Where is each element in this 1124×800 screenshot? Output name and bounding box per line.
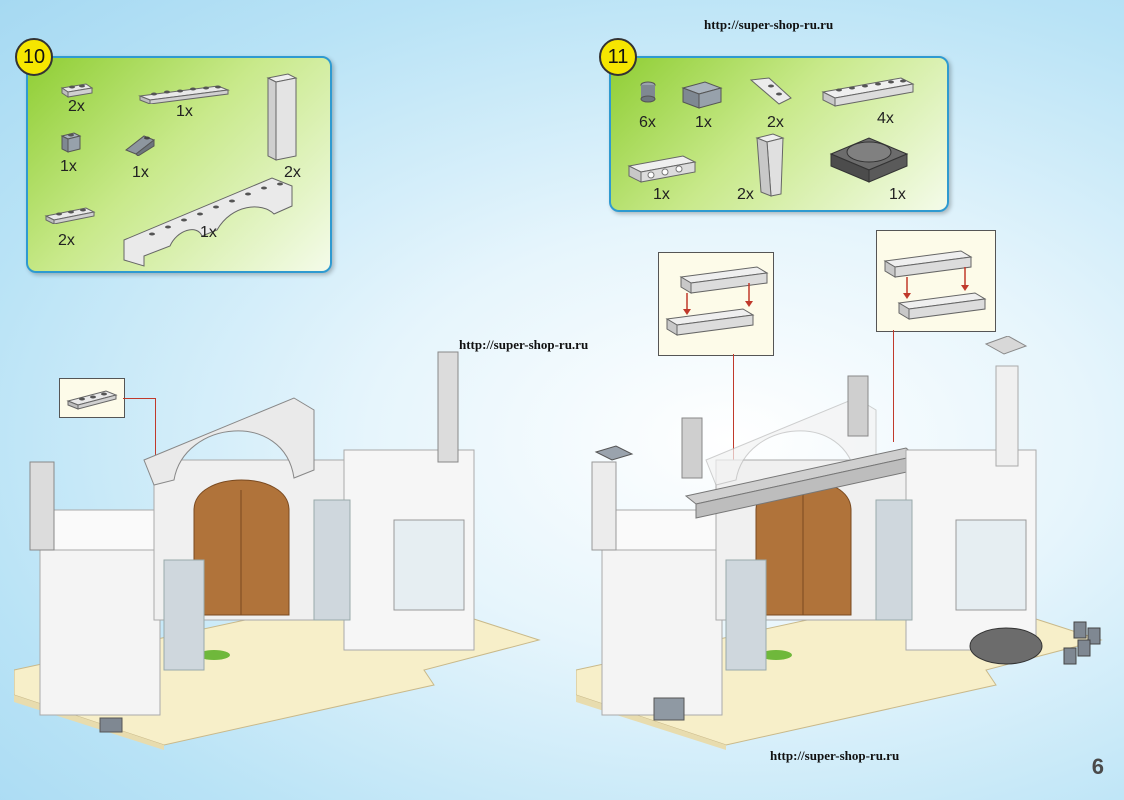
castle-model-step11 [576, 336, 1103, 750]
url-top: http://super-shop-ru.ru [704, 17, 834, 32]
part-corner-brick-icon [681, 81, 723, 109]
step11-badge: 11 [599, 38, 637, 76]
part-slope-icon [125, 135, 155, 156]
step10-callout-plate [59, 378, 125, 418]
part-plate-1x3-icon [44, 207, 96, 224]
part-support-column-icon [755, 133, 785, 197]
step11-part1-qty: 6x [639, 114, 656, 131]
part-arch-icon [123, 177, 293, 267]
castle-model-step10 [14, 351, 541, 750]
step10-part4-qty: 1x [60, 158, 77, 175]
bricks-stack-callout-icon [665, 266, 769, 336]
step10-part2-qty: 1x [176, 103, 193, 120]
step11-part6-qty: 2x [737, 186, 754, 203]
part-turntable-icon [829, 137, 909, 183]
page-number: 6 [1091, 754, 1104, 779]
step11-parts-panel: 6x 1x 2x 4x 1x 2x 1x [609, 56, 949, 212]
step10-badge: 10 [15, 38, 53, 76]
step11-callout-left [658, 252, 774, 356]
part-wedge-plate-icon [749, 77, 792, 105]
step10-part7-qty: 1x [200, 224, 217, 241]
step11-part7-qty: 1x [889, 186, 906, 203]
url-middle: http://super-shop-ru.ru [459, 337, 589, 352]
part-plate-1x2-icon [60, 83, 94, 98]
url-bottom: http://super-shop-ru.ru [770, 748, 900, 763]
step10-part3-qty: 2x [284, 164, 301, 181]
part-brick-1x1-icon [60, 132, 82, 153]
part-column-icon [266, 73, 298, 161]
step11-part3-qty: 2x [767, 114, 784, 131]
bricks-stack-callout-icon-2 [883, 250, 987, 320]
part-round-1x1-icon [640, 81, 656, 103]
step10-part1-qty: 2x [68, 98, 85, 115]
step10-part5-qty: 1x [132, 164, 149, 181]
step10-part6-qty: 2x [58, 232, 75, 249]
step11-part5-qty: 1x [653, 186, 670, 203]
part-technic-brick-icon [627, 155, 697, 183]
step11-part4-qty: 4x [877, 110, 894, 127]
step10-parts-panel: 2x 1x 2x 1x 1x 2x 1x [26, 56, 332, 273]
part-brick-1x6-icon [821, 77, 915, 107]
plate-1x3-callout-icon [66, 390, 118, 410]
step11-callout-right [876, 230, 996, 332]
part-plate-1x6-icon [138, 85, 230, 104]
step11-part2-qty: 1x [695, 114, 712, 131]
